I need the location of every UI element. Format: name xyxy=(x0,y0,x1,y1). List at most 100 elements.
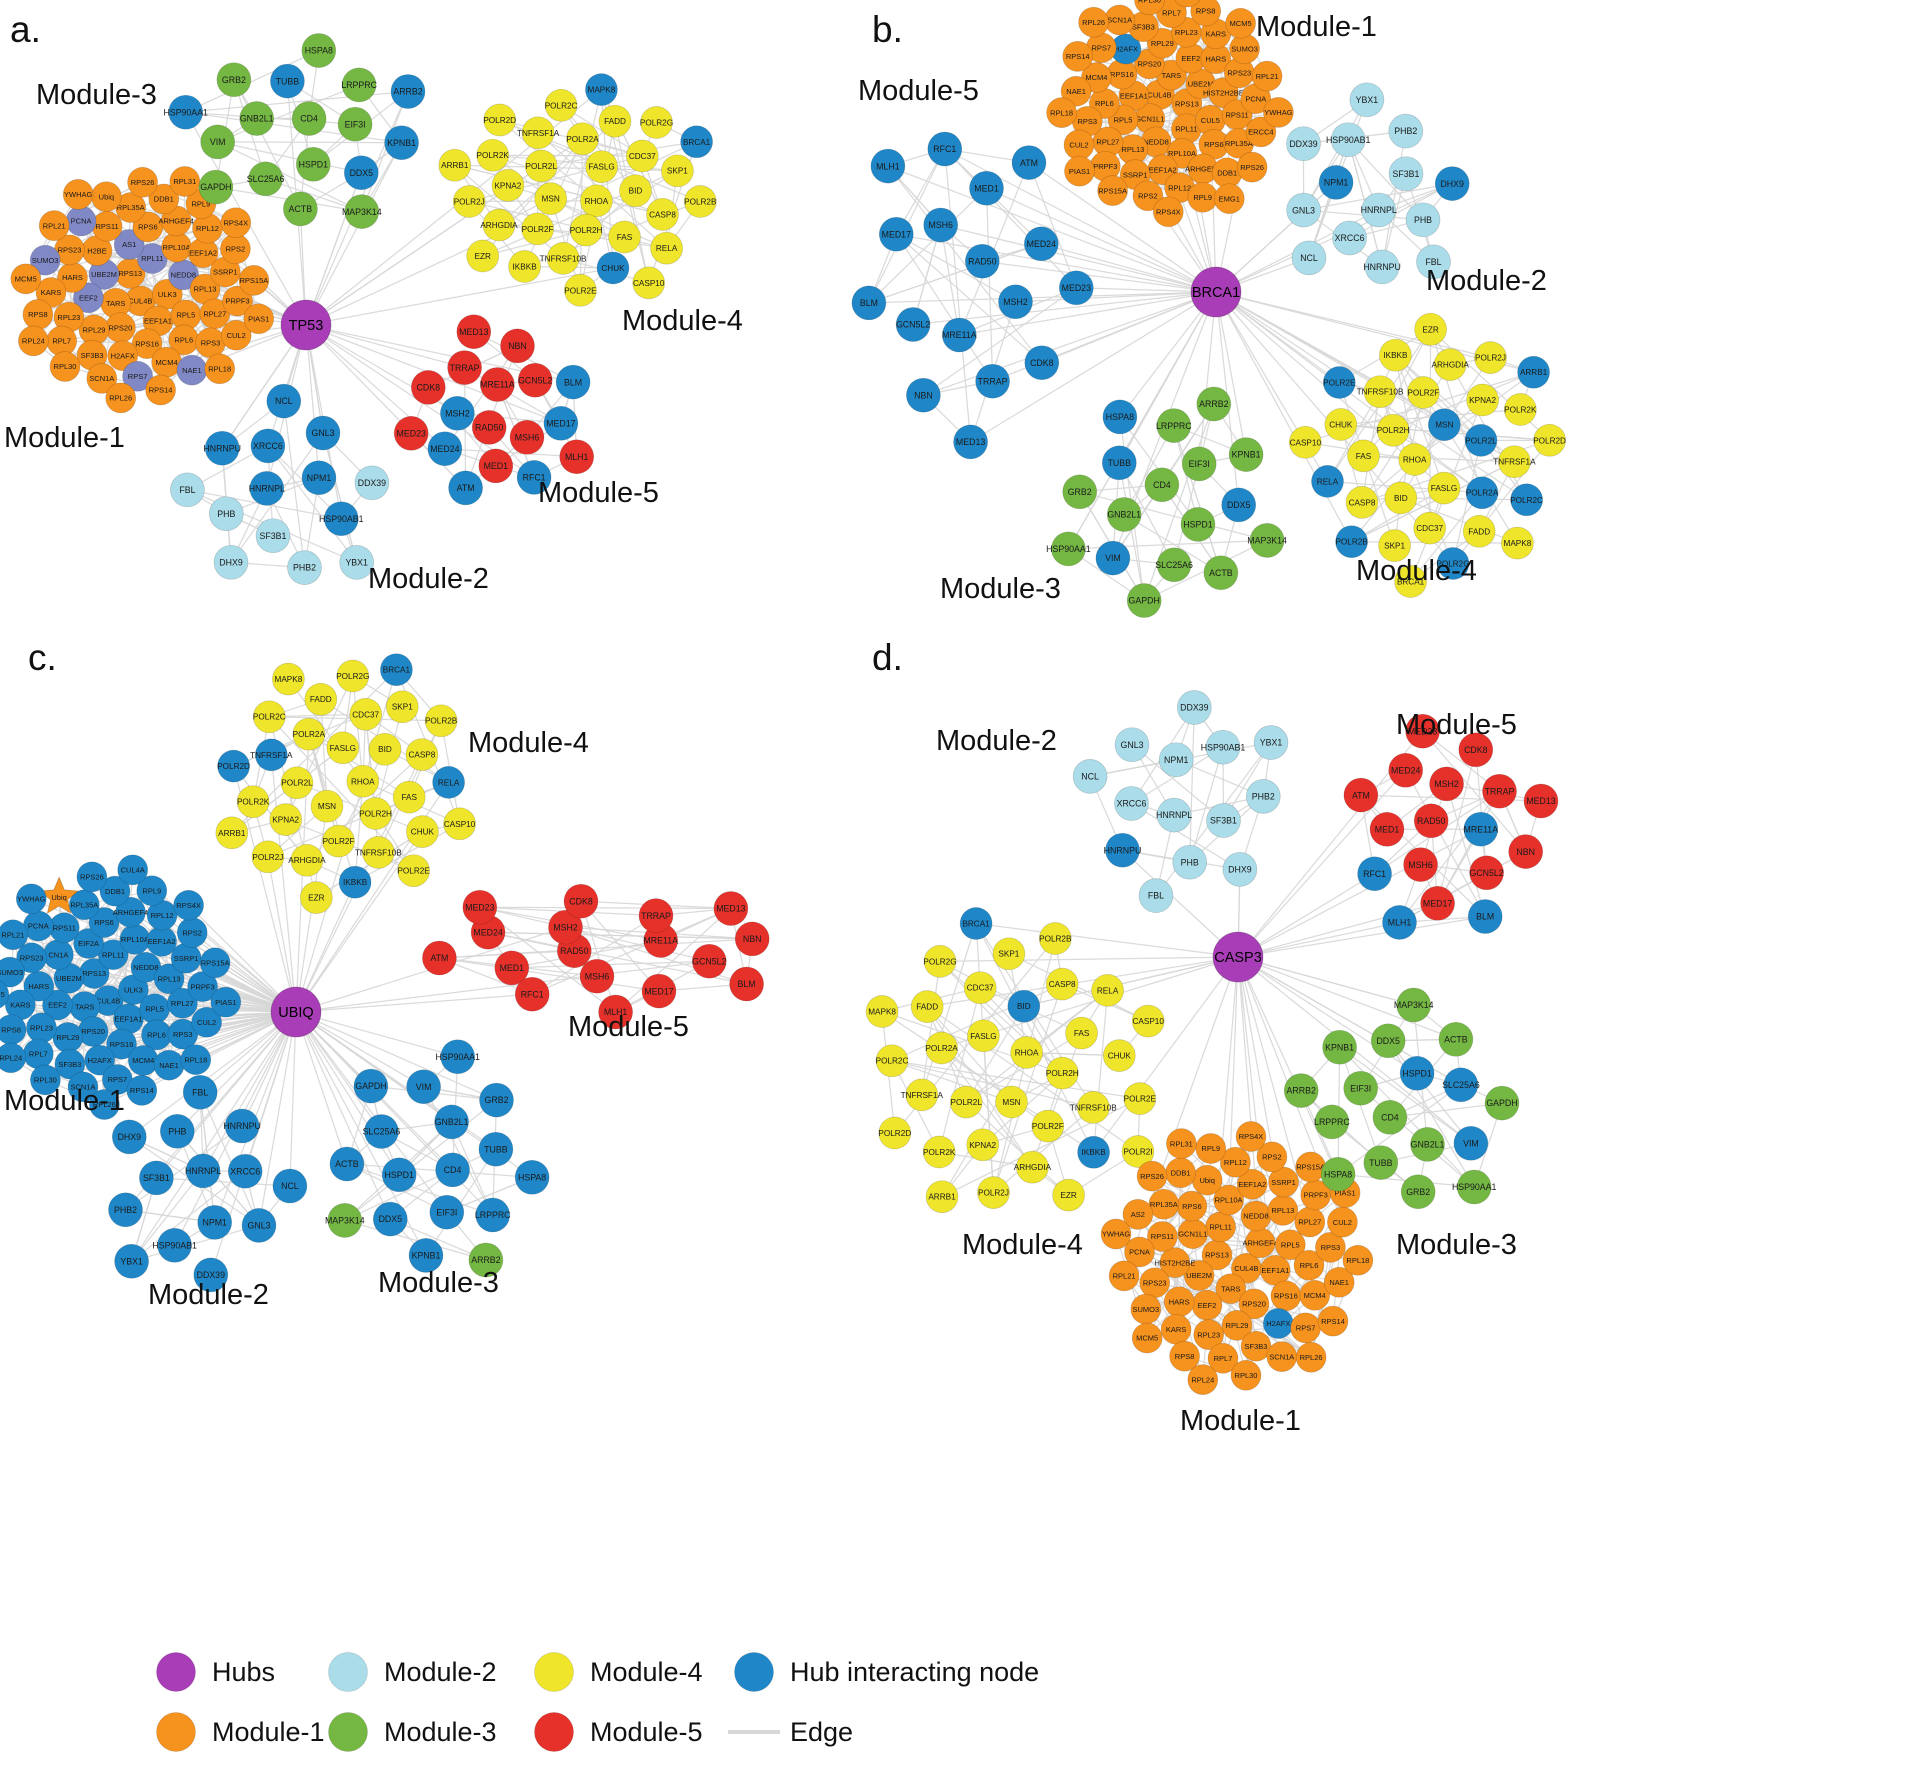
text-layer: Module-1Module-3Module-4Module-2Module-5… xyxy=(4,9,743,595)
node-MRE11A xyxy=(479,367,515,402)
node-KPNB1 xyxy=(1228,437,1264,472)
node-RPS26 xyxy=(76,861,108,893)
edge xyxy=(926,1006,1139,1153)
node-label-YWHAG: YWHAG xyxy=(17,895,46,904)
node-GNB2L1 xyxy=(1106,497,1142,532)
node-label-EIF3I: EIF3I xyxy=(1189,459,1210,469)
node-label-IKBKB: IKBKB xyxy=(513,262,538,271)
edge xyxy=(868,243,1042,304)
legend-swatch-hub xyxy=(156,1652,196,1692)
edge xyxy=(295,993,533,1013)
edge xyxy=(439,957,660,992)
node-KPNB1 xyxy=(1322,1029,1357,1065)
node-ARHGDIA xyxy=(482,208,516,242)
edge xyxy=(1339,1046,1475,1188)
node-label-RPL6: RPL6 xyxy=(174,336,193,345)
node-label-PHB2: PHB2 xyxy=(1394,126,1417,136)
node-label-DDX39: DDX39 xyxy=(358,478,386,488)
node-label-POLR2F: POLR2F xyxy=(522,225,554,234)
node-label-MSN: MSN xyxy=(1002,1098,1020,1107)
edge xyxy=(1028,162,1217,293)
edge xyxy=(941,1047,1033,1168)
edge xyxy=(1445,783,1486,917)
node-label-SSRP1: SSRP1 xyxy=(174,954,199,963)
node-GAPDH xyxy=(353,1068,389,1104)
node-label-RPS13: RPS13 xyxy=(1175,99,1199,108)
node-label-RPL12: RPL12 xyxy=(196,224,219,233)
node-HNRNPU xyxy=(1364,249,1400,285)
node-MED24 xyxy=(1388,752,1424,788)
node-label-RPL10A: RPL10A xyxy=(1168,149,1196,158)
node-label-MLH1: MLH1 xyxy=(1388,918,1412,928)
node-label-MED1: MED1 xyxy=(500,963,525,973)
node-label-BLM: BLM xyxy=(860,298,878,308)
node-RPL18 xyxy=(1342,1244,1374,1276)
node-label-ACTB: ACTB xyxy=(289,204,313,214)
legend-label-module-3: Module-3 xyxy=(384,1717,497,1747)
node-EZR xyxy=(1052,1178,1085,1212)
legend-label-hub-interacting-node: Hub interacting node xyxy=(790,1657,1039,1687)
node-label-MED23: MED23 xyxy=(1062,283,1091,293)
node-label-HNRNPU: HNRNPU xyxy=(1363,262,1401,272)
node-XRCC6 xyxy=(250,428,286,464)
edge xyxy=(1028,162,1077,289)
node-POLR2H xyxy=(569,213,603,247)
node-BID xyxy=(1384,481,1418,515)
node-label-PCNA: PCNA xyxy=(28,922,49,931)
node-label-POLR2H: POLR2H xyxy=(359,810,392,819)
node-SF3B1 xyxy=(255,518,291,554)
node-label-GNB2L1: GNB2L1 xyxy=(1107,510,1141,520)
node-label-MSH6: MSH6 xyxy=(1408,860,1433,870)
node-HSP90AB1 xyxy=(323,501,359,537)
node-label-RPL10A: RPL10A xyxy=(1215,1196,1243,1205)
node-RELA xyxy=(650,231,683,265)
node-label-CDC37: CDC37 xyxy=(629,152,656,161)
edge xyxy=(1008,953,1149,1022)
panel-letter: a. xyxy=(10,9,41,50)
node-label-RPL24: RPL24 xyxy=(0,1054,22,1063)
node-label-GNL3: GNL3 xyxy=(312,428,335,438)
node-label-FADD: FADD xyxy=(916,1003,938,1012)
edge xyxy=(940,224,1217,293)
node-label-GNB2L1: GNB2L1 xyxy=(240,114,274,124)
edge xyxy=(1131,802,1241,870)
node-HSPD1 xyxy=(295,146,331,182)
node-RPS3 xyxy=(1315,1232,1346,1263)
node-label-SCN1A: SCN1A xyxy=(1269,1352,1294,1361)
edge xyxy=(1392,371,1534,431)
edge xyxy=(131,1011,297,1262)
node-POLR2D xyxy=(878,1116,912,1150)
node-POLR2C xyxy=(1510,483,1543,517)
node-label-RPS7: RPS7 xyxy=(128,372,148,381)
node-label-RPL11: RPL11 xyxy=(102,950,124,959)
node-label-PCNA: PCNA xyxy=(1245,94,1266,103)
node-label-HNRNPU: HNRNPU xyxy=(1104,845,1142,855)
node-MAPK8 xyxy=(865,995,899,1028)
node-label-RPS6: RPS6 xyxy=(1182,1202,1202,1211)
node-label-RPL7: RPL7 xyxy=(52,337,71,346)
node-MED1 xyxy=(969,170,1004,206)
panel-letter: c. xyxy=(28,637,57,678)
node-label-NEDD8: NEDD8 xyxy=(133,963,158,972)
node-ATM xyxy=(1011,145,1047,180)
node-RPL12 xyxy=(1220,1146,1251,1178)
node-SLC25A6 xyxy=(364,1114,399,1149)
node-label-GCN5L2: GCN5L2 xyxy=(692,956,726,966)
hub-label-BRCA1: BRCA1 xyxy=(1192,285,1240,301)
node-CDC37 xyxy=(1413,511,1447,545)
node-label-PIAS1: PIAS1 xyxy=(1069,167,1090,176)
node-POLR2G xyxy=(640,106,673,139)
node-label-POLR2D: POLR2D xyxy=(878,1129,911,1138)
node-label-BID: BID xyxy=(1394,494,1408,503)
node-label-GRB2: GRB2 xyxy=(1406,1187,1430,1197)
node-TRRAP xyxy=(1482,773,1517,809)
node-label-TARS: TARS xyxy=(75,1002,94,1011)
node-label-GAPDH: GAPDH xyxy=(355,1081,386,1091)
edge xyxy=(488,931,753,940)
node-PHB xyxy=(208,496,244,532)
node-RPL13 xyxy=(153,963,185,995)
node-EZR xyxy=(299,881,333,914)
node-label-EIF3I: EIF3I xyxy=(345,119,366,129)
edge xyxy=(217,141,402,144)
